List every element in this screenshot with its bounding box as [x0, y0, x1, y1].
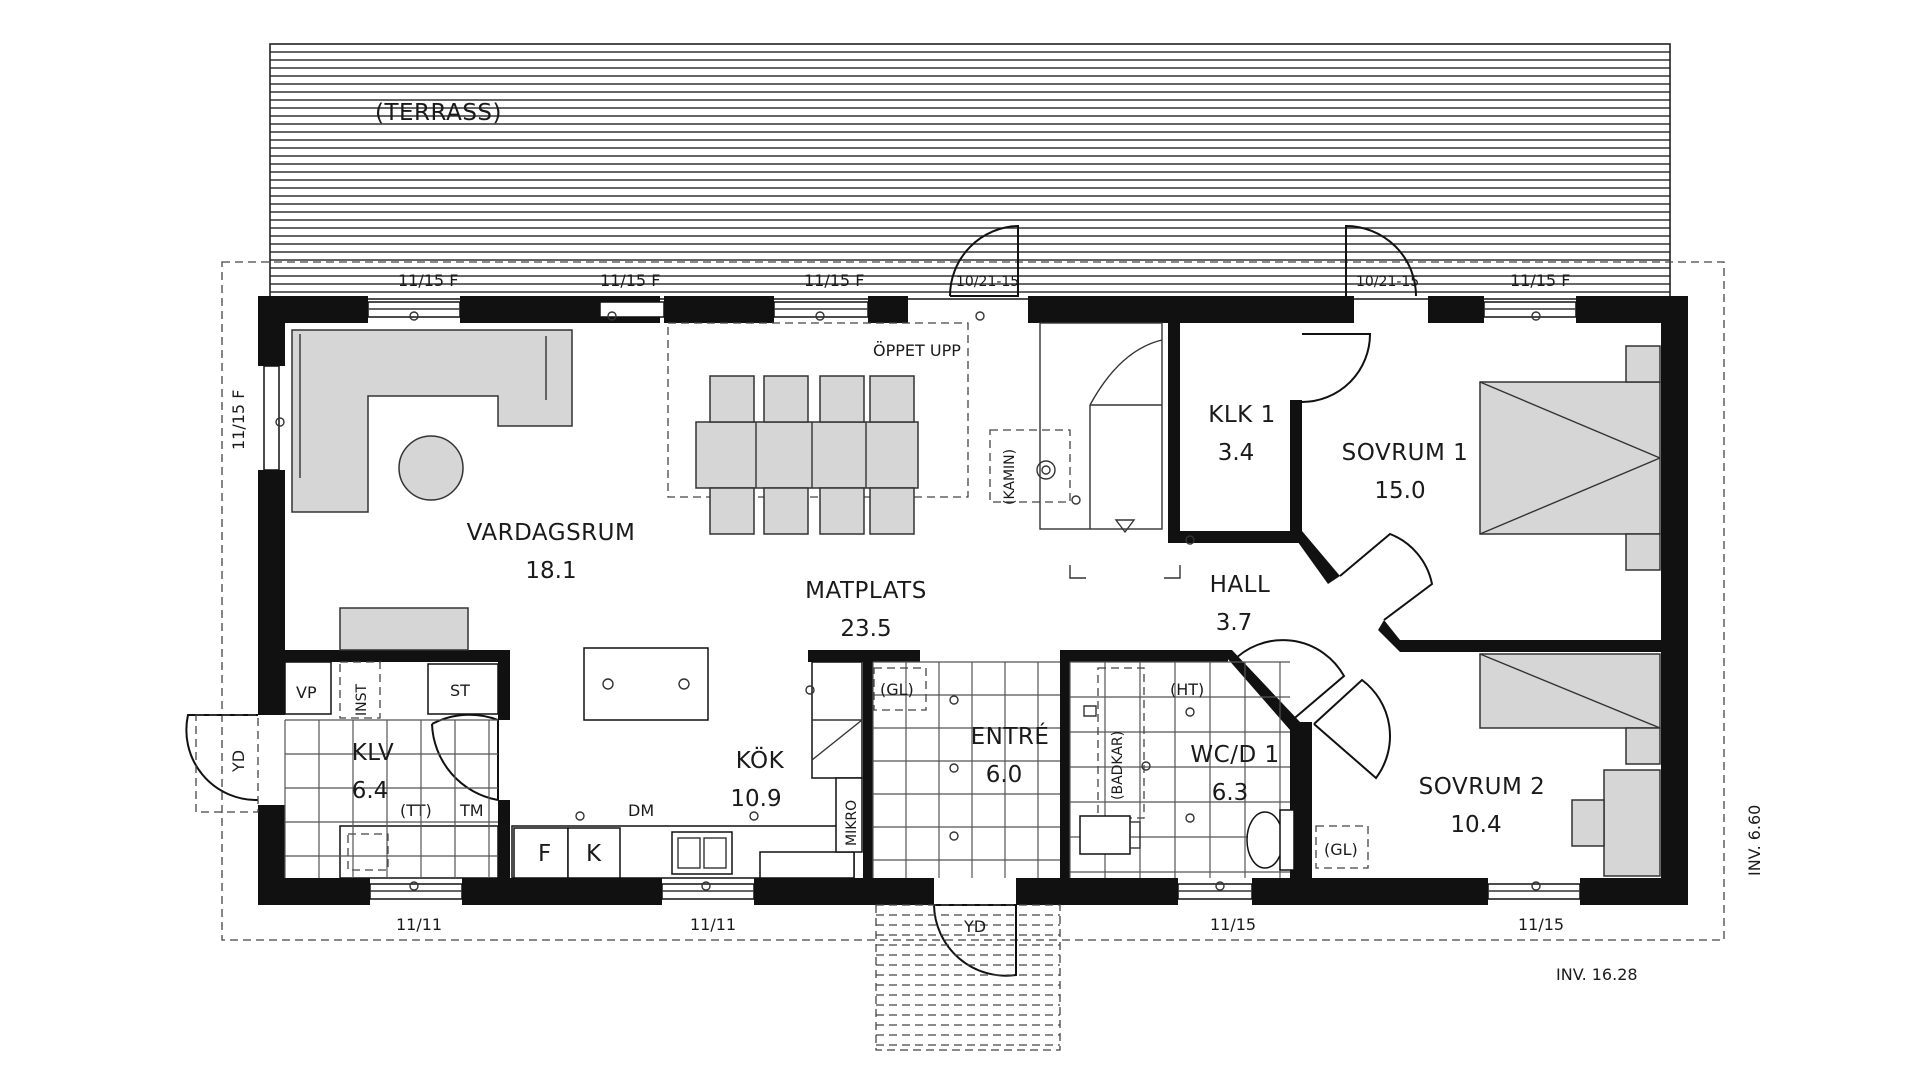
door-south-yd-label: YD: [963, 917, 986, 936]
socket-marker: [949, 763, 959, 773]
entre-wardrobe: [873, 667, 927, 711]
socket-marker: [701, 881, 711, 891]
socket-marker: [607, 311, 617, 321]
terrace-door-2-label: 10/21-15: [1356, 274, 1419, 290]
terrace-door-1-label: 10/21-15: [956, 274, 1019, 290]
window-south-4-label: 11/15: [1518, 915, 1564, 934]
room-vardagsrum-area: 18.1: [525, 558, 576, 584]
window-west-label: 11/15 F: [229, 390, 248, 450]
room-sovrum1-name: SOVRUM 1: [1342, 440, 1469, 466]
window-tags: 11/15 F 11/15 F 11/15 F 11/15 F 11/15 F …: [229, 271, 1570, 936]
socket-marker: [949, 695, 959, 705]
window-north-2-label: 11/15 F: [600, 271, 660, 290]
terrace-outline: [269, 43, 1671, 300]
room-entre-area: 6.0: [986, 762, 1023, 788]
socket-marker: [1531, 881, 1541, 891]
fireplace-label: (KAMIN): [1002, 449, 1018, 505]
installation-label: INST: [354, 684, 370, 716]
open-above-label: ÖPPET UPP: [873, 341, 961, 360]
socket-marker: [1141, 761, 1151, 771]
fridge-label: F: [538, 841, 552, 867]
socket-marker: [749, 811, 759, 821]
socket-marker: [805, 685, 815, 695]
window-north-3-label: 11/15 F: [804, 271, 864, 290]
room-sovrum2-area: 10.4: [1450, 812, 1501, 838]
room-sovrum2-name: SOVRUM 2: [1419, 774, 1546, 800]
room-vardagsrum-name: VARDAGSRUM: [467, 520, 636, 546]
socket-marker: [949, 831, 959, 841]
bathtub-label: (BADKAR): [1110, 731, 1126, 800]
socket-marker: [1185, 535, 1195, 545]
window-glazing: [263, 301, 1581, 900]
socket-marker: [575, 811, 585, 821]
living-furniture: [291, 329, 573, 651]
room-hall-area: 3.7: [1216, 610, 1253, 636]
room-klv-name: KLV: [352, 740, 395, 766]
window-south-3-label: 11/15: [1210, 915, 1256, 934]
room-kok-area: 10.9: [730, 786, 781, 812]
room-hall-name: HALL: [1210, 572, 1271, 598]
bathroom-fixtures: [1079, 667, 1295, 871]
tile-floors: [284, 661, 1290, 878]
terrace-label: (TERRASS): [375, 100, 502, 126]
window-south-2-label: 11/11: [690, 915, 736, 934]
heat-pump-label: VP: [296, 683, 317, 702]
room-labels: VARDAGSRUM 18.1 MATPLATS 23.5 KÖK 10.9 K…: [352, 402, 1546, 838]
room-wcd1-name: WC/D 1: [1190, 742, 1279, 768]
bedroom-furniture: [1479, 345, 1661, 877]
window-north-1-label: 11/15 F: [398, 271, 458, 290]
socket-marker: [815, 311, 825, 321]
freezer-label: K: [586, 841, 602, 867]
room-sovrum1-area: 15.0: [1374, 478, 1425, 504]
staircase: [1039, 322, 1163, 534]
door-west-yd-label: YD: [229, 750, 248, 773]
microwave-label: MIKRO: [844, 800, 860, 846]
entre-wardrobe-label: (GL): [880, 680, 914, 699]
room-klv-area: 6.4: [352, 778, 389, 804]
entry-steps-outline: [875, 904, 1061, 1051]
dimension-vertical: INV. 6.60: [1745, 805, 1764, 876]
socket-marker: [409, 311, 419, 321]
dishwasher-label: DM: [628, 801, 654, 820]
dining-furniture: [667, 322, 969, 535]
socket-marker: [1185, 813, 1195, 823]
socket-marker: [409, 881, 419, 891]
window-north-4-label: 11/15 F: [1510, 271, 1570, 290]
shower-label: (HT): [1170, 680, 1204, 699]
terrace-deck: [270, 51, 1670, 293]
stair-landing-marks: [1069, 565, 1181, 579]
interior-walls: [285, 323, 1661, 880]
sovrum2-wardrobe-label: (GL): [1324, 840, 1358, 859]
socket-marker: [1531, 311, 1541, 321]
washer-label: TM: [459, 801, 484, 820]
entry-steps: [876, 914, 1060, 1046]
room-wcd1-area: 6.3: [1212, 780, 1249, 806]
kitchen-fixtures: [511, 647, 863, 879]
socket-marker: [1185, 707, 1195, 717]
room-matplats-area: 23.5: [840, 616, 891, 642]
room-matplats-name: MATPLATS: [805, 578, 927, 604]
socket-marker: [275, 417, 285, 427]
socket-markers: [275, 311, 1541, 891]
room-klk1-name: KLK 1: [1208, 402, 1275, 428]
dryer-label: (TT): [400, 801, 432, 820]
door-swings: [185, 224, 1434, 977]
room-kok-name: KÖK: [736, 746, 785, 774]
fireplace: [989, 429, 1071, 503]
socket-marker: [1215, 881, 1225, 891]
window-south-1-label: 11/11: [396, 915, 442, 934]
laundry-fixtures: [284, 661, 499, 879]
outer-envelope: [221, 261, 1725, 941]
socket-marker: [1071, 495, 1081, 505]
dimension-horizontal: INV. 16.28: [1556, 965, 1638, 984]
sovrum2-wardrobe: [1315, 825, 1369, 869]
storage-label: ST: [450, 681, 470, 700]
socket-marker: [975, 311, 985, 321]
room-klk1-area: 3.4: [1218, 440, 1255, 466]
room-entre-name: ENTRÉ: [971, 722, 1050, 750]
